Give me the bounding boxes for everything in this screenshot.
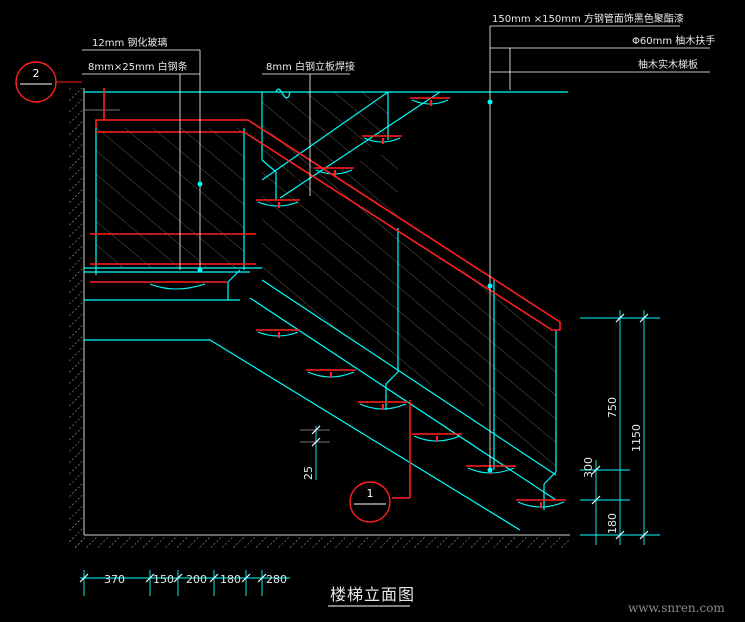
detail-tag-2: 2 xyxy=(15,61,82,103)
dim-bottom-3: 200 xyxy=(186,573,207,586)
leader-dots xyxy=(197,99,493,473)
dim-bottom-2: 150 xyxy=(153,573,174,586)
dim-right-300: 300 xyxy=(582,457,595,478)
callout-flatbar: 8mm×25mm 白钢条 xyxy=(88,60,188,73)
dim-right-180: 180 xyxy=(606,513,619,534)
dim-bottom-1: 370 xyxy=(104,573,125,586)
dim-small-25: 25 xyxy=(302,466,315,480)
wall-hatch xyxy=(68,88,84,548)
drawing-title: 楼梯立面图 xyxy=(330,585,415,604)
callout-steel-tube: 150mm ×150mm 方钢管面饰黑色聚酯漆 xyxy=(492,12,684,25)
dim-right-750: 750 xyxy=(606,397,619,418)
dim-bottom-5: 280 xyxy=(266,573,287,586)
dimension-ticks xyxy=(79,313,649,583)
callout-handrail: Φ60mm 柚木扶手 xyxy=(632,34,715,47)
callout-tread: 柚木实木梯板 xyxy=(638,58,698,71)
watermark: www.snren.com xyxy=(628,601,725,615)
callout-steel-plate: 8mm 白钢立板焊接 xyxy=(266,60,355,73)
callout-glass: 12mm 钢化玻璃 xyxy=(92,36,167,49)
guide-lines xyxy=(84,109,330,443)
detail-tag-2-label: 2 xyxy=(33,67,40,80)
dimension-lines xyxy=(80,310,660,596)
glass-panels xyxy=(96,92,556,472)
dim-bottom-4: 180 xyxy=(220,573,241,586)
detail-tag-1: 1 xyxy=(349,481,391,523)
handrail xyxy=(95,88,561,499)
detail-tag-1-label: 1 xyxy=(367,487,374,500)
dim-right-1150: 1150 xyxy=(630,424,643,452)
floor-hatch xyxy=(68,536,570,548)
stair-treads xyxy=(90,97,566,508)
